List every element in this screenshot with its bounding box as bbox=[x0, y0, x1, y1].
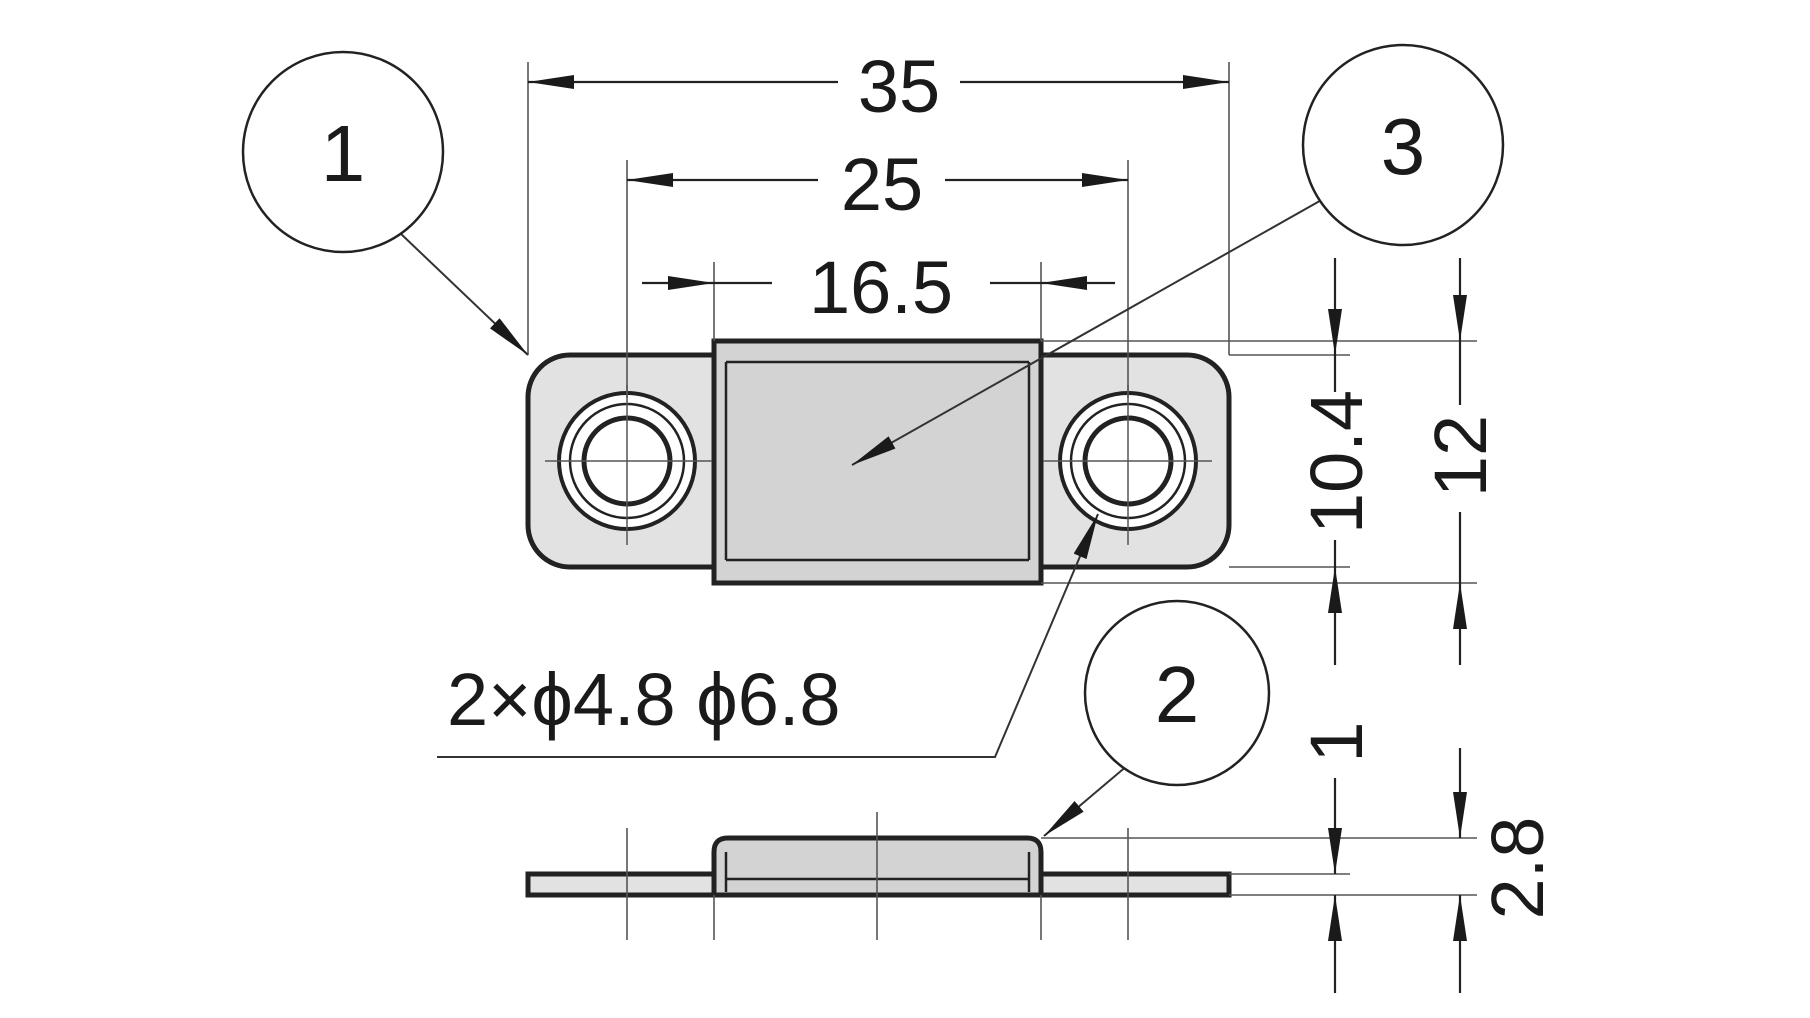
dim-1-label: 1 bbox=[1295, 721, 1378, 762]
hole-spec: 2×ϕ4.8 ϕ6.8 bbox=[437, 513, 1099, 758]
callout-2-label: 2 bbox=[1155, 650, 1200, 739]
extension-lines-top bbox=[527, 62, 1477, 584]
magnet-housing bbox=[711, 338, 1044, 586]
callout-3: 3 bbox=[851, 43, 1505, 466]
side-view bbox=[525, 835, 1232, 898]
dim-overall-height: 2.8 bbox=[1453, 748, 1559, 993]
dim-25-label: 25 bbox=[841, 143, 923, 226]
dim-2-8-label: 2.8 bbox=[1476, 817, 1559, 920]
top-view bbox=[525, 338, 1232, 586]
callout-1-label: 1 bbox=[321, 109, 366, 198]
dim-overall-width: 12 bbox=[1419, 258, 1502, 665]
callout-1: 1 bbox=[241, 50, 529, 356]
hole-spec-label: 2×ϕ4.8 ϕ6.8 bbox=[447, 658, 841, 741]
dim-hole-pitch: 25 bbox=[627, 143, 1128, 226]
dim-plate-thickness: 1 bbox=[1295, 721, 1378, 993]
dim-magnet-length: 16.5 bbox=[642, 246, 1115, 329]
callout-3-label: 3 bbox=[1381, 102, 1426, 191]
dim-35-label: 35 bbox=[858, 45, 940, 128]
extension-lines-side bbox=[626, 812, 1477, 940]
dim-overall-length: 35 bbox=[528, 45, 1229, 128]
dim-10-4-label: 10.4 bbox=[1295, 390, 1378, 534]
dim-12-label: 12 bbox=[1419, 415, 1502, 497]
callout-2: 2 bbox=[1043, 599, 1271, 837]
dim-16-5-label: 16.5 bbox=[809, 246, 953, 329]
dim-body-width: 10.4 bbox=[1295, 258, 1378, 665]
